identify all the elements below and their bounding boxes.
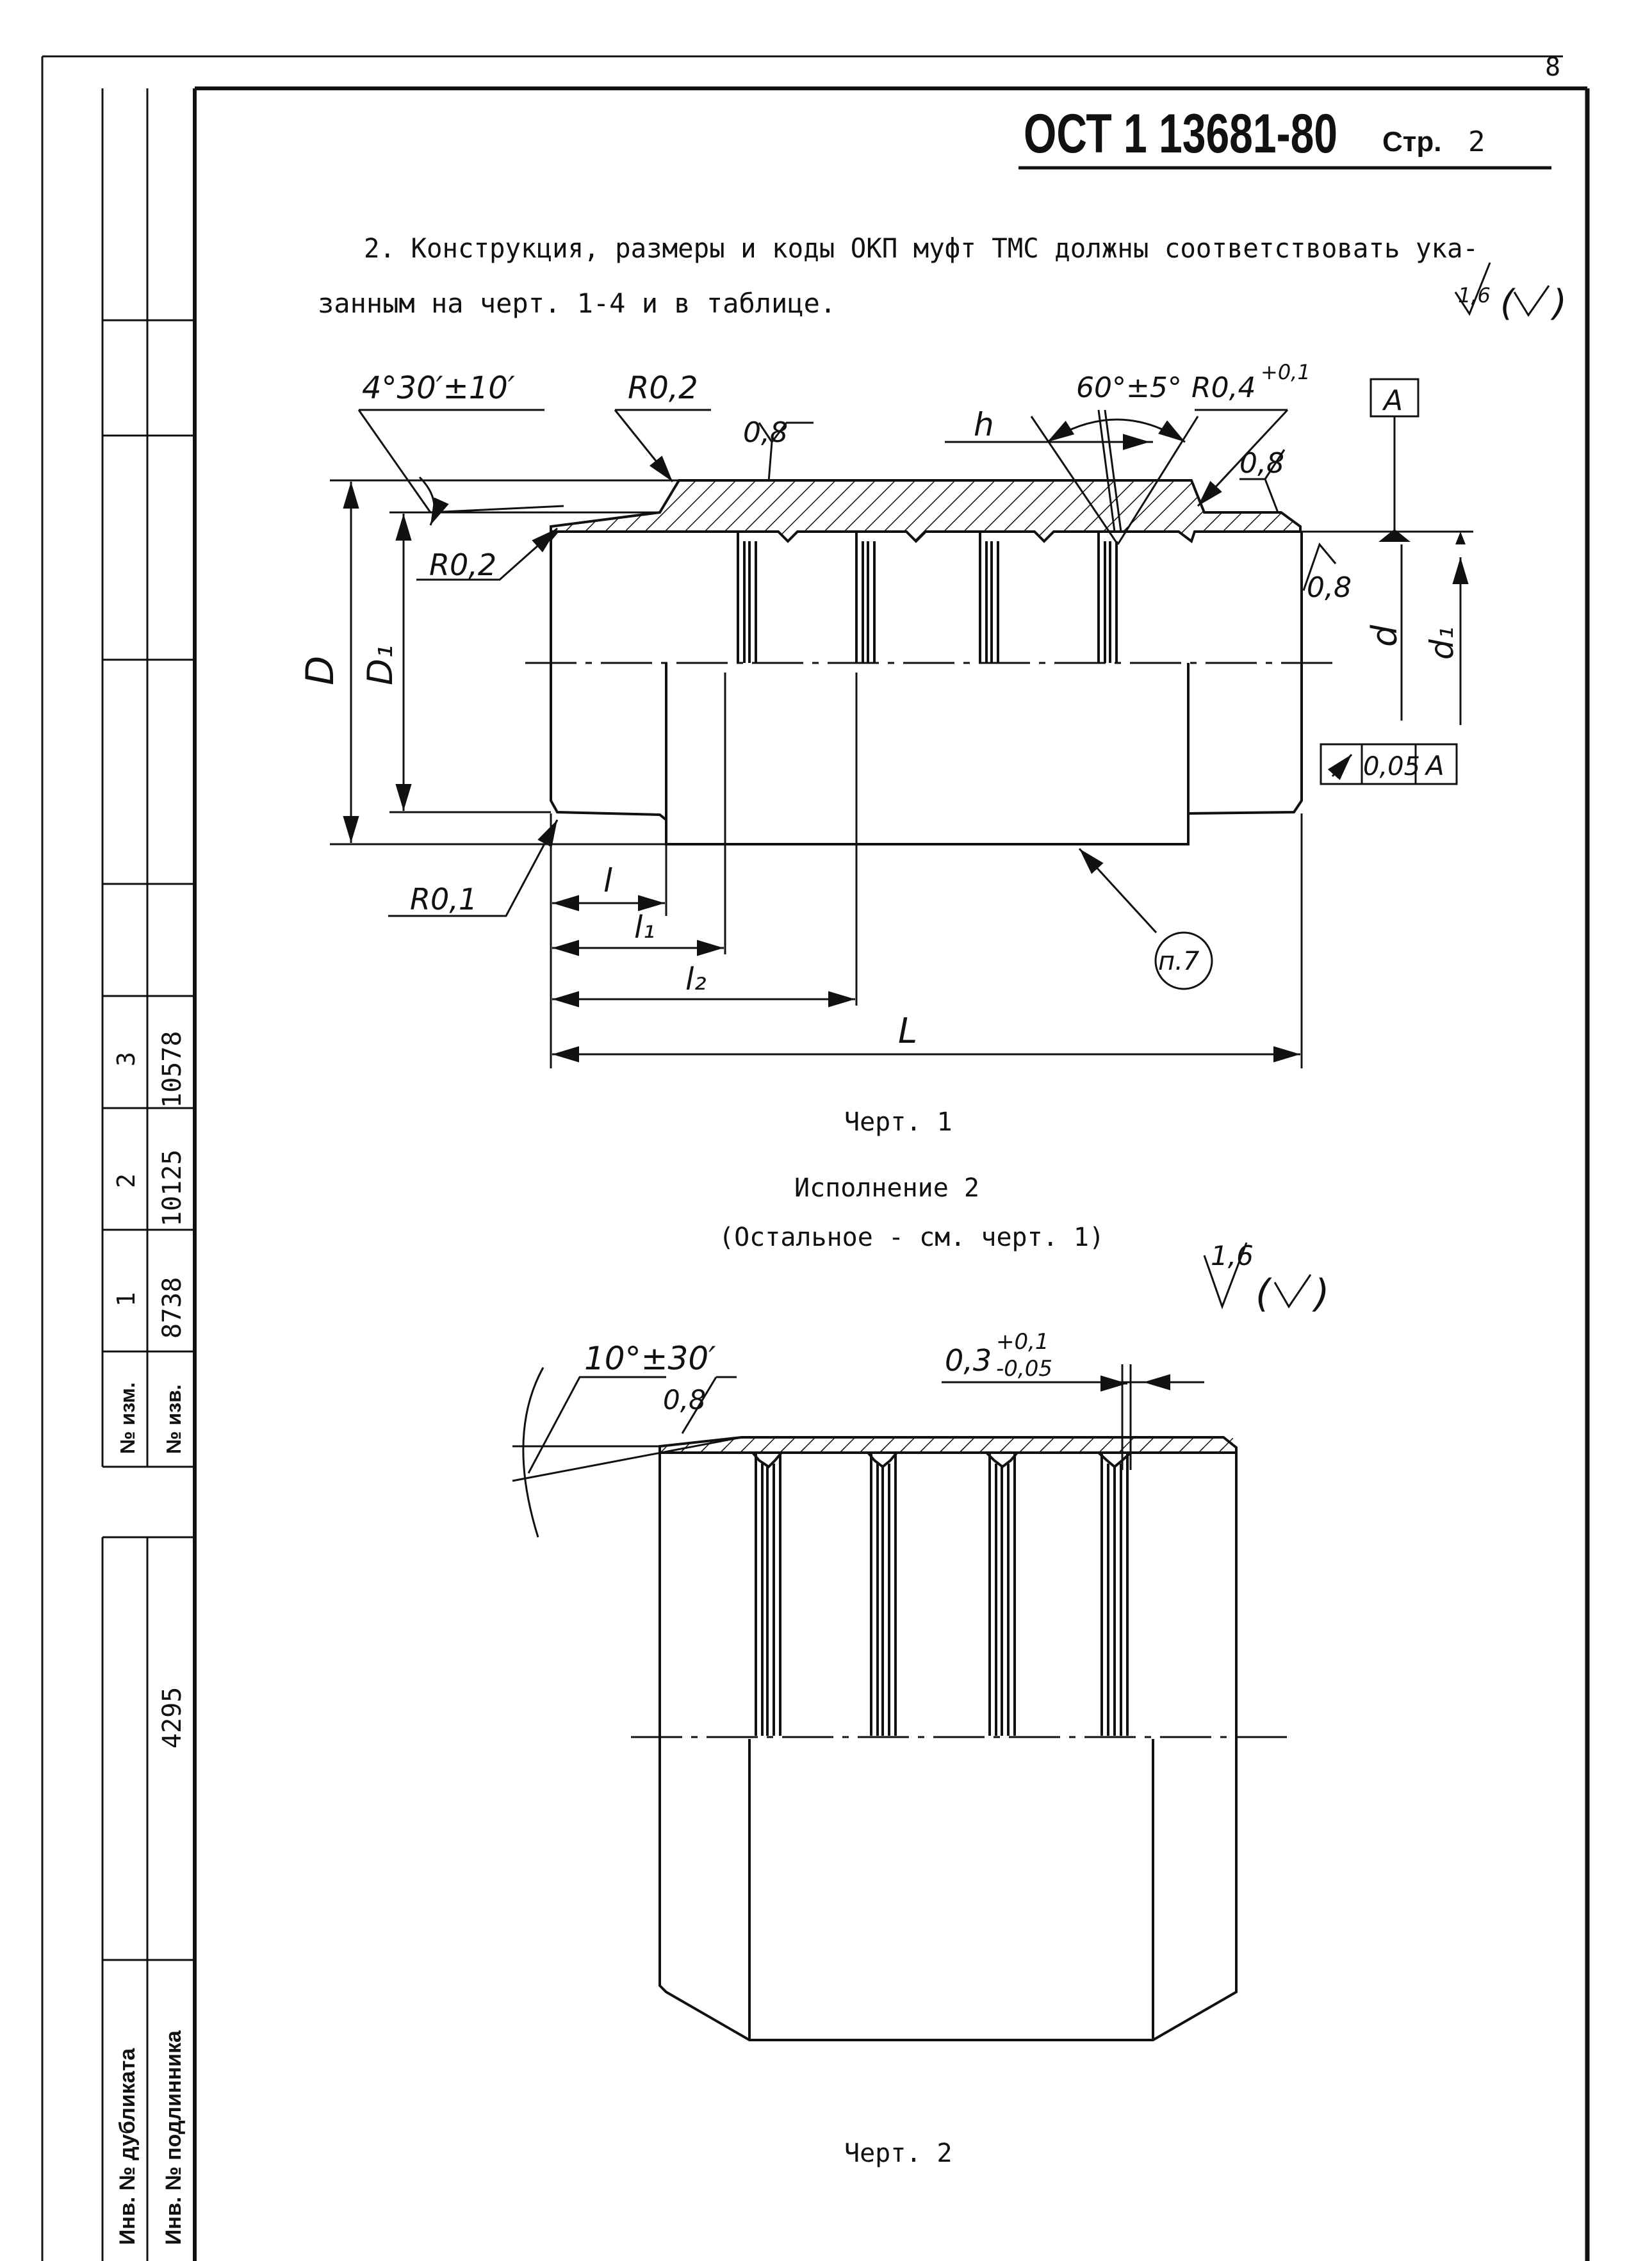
change-num-1: 1 xyxy=(112,1292,140,1307)
izv-label: № изв. xyxy=(162,1384,185,1454)
svg-text:): ) xyxy=(1550,282,1567,324)
drawing-1: D D₁ 4°30′±10′ R0,2 R0,2 R0,1 0,8 0,8 0,… xyxy=(298,360,1473,1068)
page-label-number: 2 xyxy=(1468,126,1485,158)
dim-D: D xyxy=(298,656,343,685)
svg-text:1,6: 1,6 xyxy=(1458,283,1491,307)
roughness-0-8-d: 0,8 xyxy=(663,1384,706,1416)
groove-width-upper: +0,1 xyxy=(996,1329,1049,1355)
change-doc-3: 10578 xyxy=(158,1031,187,1108)
side-stamp-text: 3 10578 2 10125 1 8738 № изм. № изв. 429… xyxy=(112,1031,187,2245)
radius-r04-tol: +0,1 xyxy=(1261,360,1311,384)
change-num-3: 3 xyxy=(112,1052,140,1066)
header: 8 ОСТ 1 13681-80 Стр. 2 xyxy=(1018,53,1560,170)
inv-dup-label: Инв. № дубликата xyxy=(115,2048,140,2245)
execution-2-title: Исполнение 2 xyxy=(794,1173,979,1203)
svg-text:(: ( xyxy=(1255,1271,1272,1316)
roughness-0-8-b: 0,8 xyxy=(1239,447,1284,480)
groove-width-lower: -0,05 xyxy=(996,1356,1052,1382)
change-doc-1: 8738 xyxy=(158,1277,187,1339)
caption-drawing-1: Черт. 1 xyxy=(844,1107,953,1137)
wall-section-1 xyxy=(550,479,1302,544)
inv-orig-label: Инв. № подлинника xyxy=(161,2030,186,2245)
roughness-0-8-a: 0,8 xyxy=(743,416,788,449)
note-ref: п.7 xyxy=(1158,947,1200,976)
izm-label: № изм. xyxy=(116,1382,139,1454)
roughness-mark-2: 1,6 ( ) xyxy=(1203,1240,1329,1316)
dim-d1: d₁ xyxy=(1423,626,1460,660)
side-stamp xyxy=(101,88,195,2261)
dim-d: d xyxy=(1364,624,1405,647)
dim-l1: l₁ xyxy=(634,910,655,945)
inv-orig-value: 4295 xyxy=(158,1687,187,1749)
runout-value: 0,05 xyxy=(1363,752,1420,781)
caption-drawing-2: Черт. 2 xyxy=(844,2139,953,2168)
roughness-mark-1: 1,6 ( ) xyxy=(1454,262,1567,324)
intro-paragraph: 2. Конструкция, размеры и коды ОКП муфт … xyxy=(318,233,1478,319)
dim-D1: D₁ xyxy=(360,645,400,685)
page-frame xyxy=(41,55,1590,2261)
page-label: Стр. xyxy=(1382,126,1441,158)
dim-L: L xyxy=(898,1011,917,1051)
drawing-2: 10°±30′ 0,8 0,3 +0,1 -0,05 xyxy=(512,1329,1288,2041)
datum-A: A xyxy=(1382,384,1403,417)
dim-h: h xyxy=(974,406,994,443)
radius-r04: R0,4 xyxy=(1191,371,1256,404)
execution-2-subtitle: (Остальное - см. черт. 1) xyxy=(719,1223,1104,1252)
groove-width: 0,3 xyxy=(945,1343,992,1378)
radius-label-top: R0,2 xyxy=(628,370,698,406)
svg-text:(: ( xyxy=(1500,282,1516,324)
svg-text:): ) xyxy=(1312,1271,1329,1316)
change-num-2: 2 xyxy=(112,1173,140,1188)
radius-label-inner: R0,2 xyxy=(429,548,496,582)
taper-angle-label: 4°30′±10′ xyxy=(362,370,515,406)
roughness-0-8-c: 0,8 xyxy=(1307,571,1352,604)
paragraph-line-1: 2. Конструкция, размеры и коды ОКП муфт … xyxy=(364,233,1478,264)
paragraph-line-2: занным на черт. 1-4 и в таблице. xyxy=(318,288,836,319)
dim-l: l xyxy=(603,862,612,899)
radius-label-bottom: R0,1 xyxy=(410,882,477,917)
dim-l2: l₂ xyxy=(685,961,707,997)
page-number: 8 xyxy=(1545,53,1560,82)
runout-datum: A xyxy=(1424,750,1444,781)
svg-text:1,6: 1,6 xyxy=(1211,1240,1254,1271)
taper-angle-2: 10°±30′ xyxy=(584,1340,716,1377)
standard-number: ОСТ 1 13681-80 xyxy=(1024,103,1337,165)
groove-angle: 60°±5° xyxy=(1076,371,1182,404)
change-doc-2: 10125 xyxy=(158,1150,187,1227)
